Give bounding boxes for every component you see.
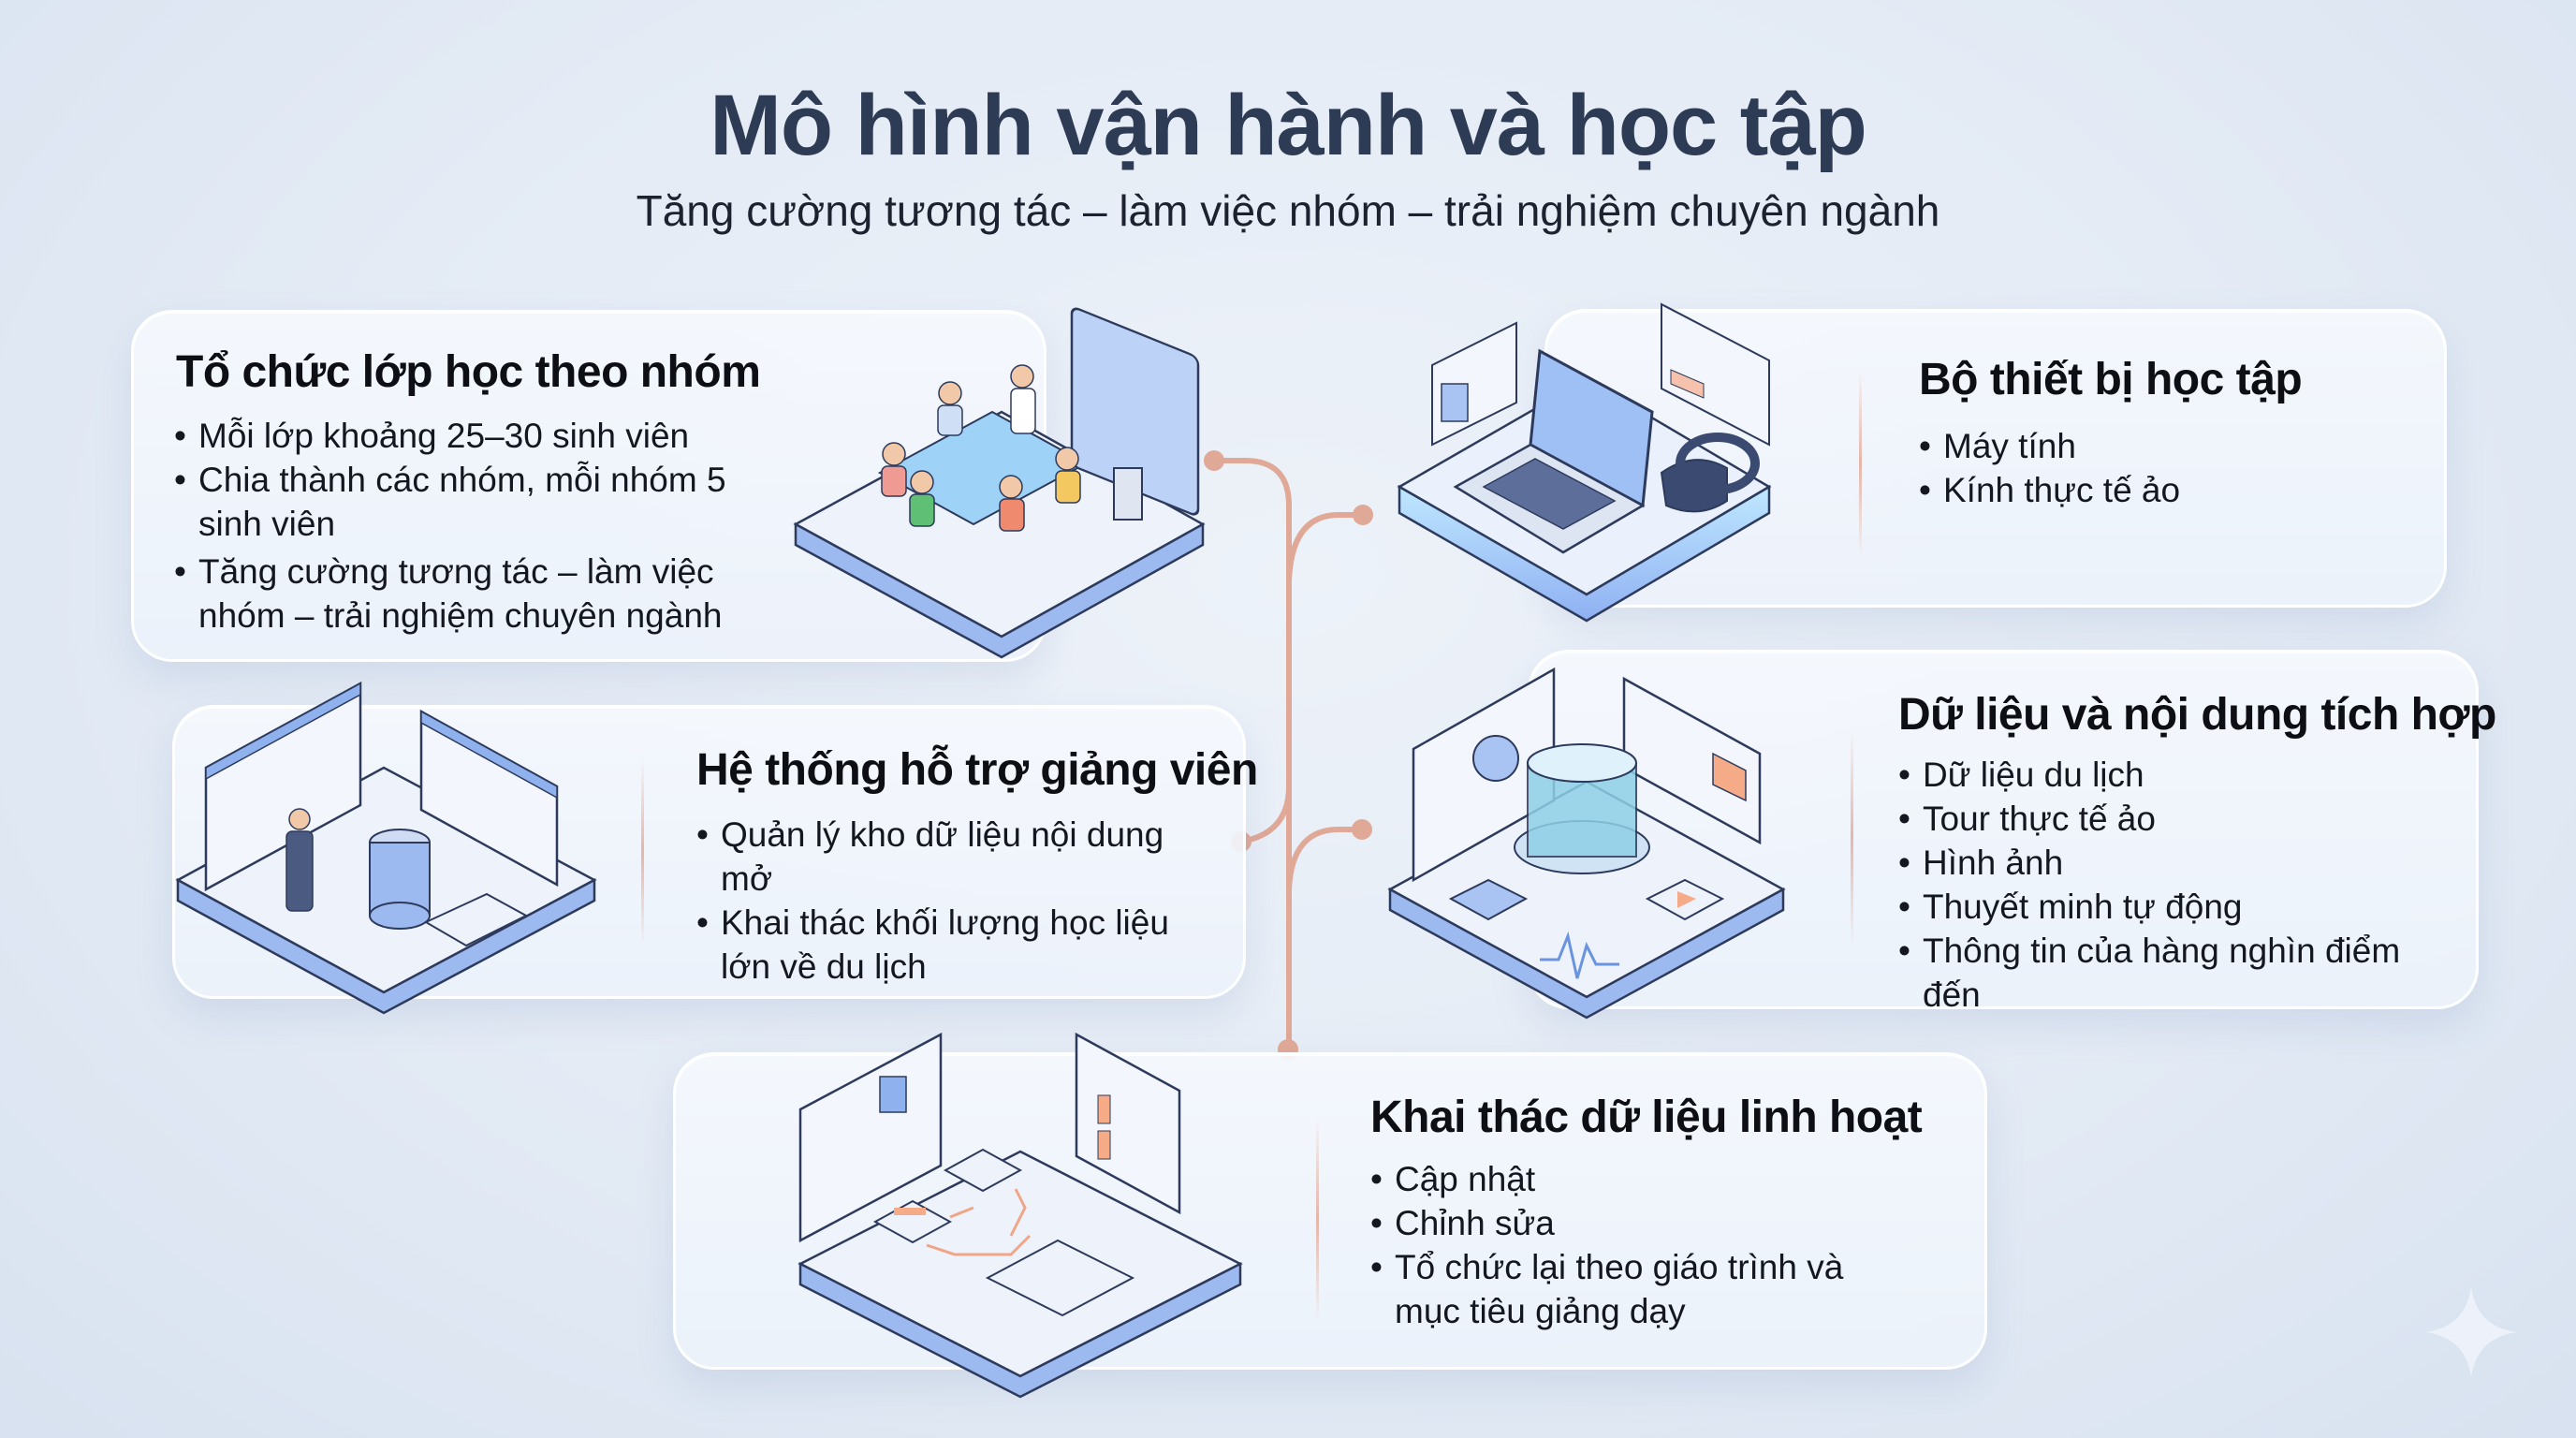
card-title: Tổ chức lớp học theo nhóm xyxy=(176,347,761,397)
bullet-item: Quản lý kho dữ liệu nội dung mở xyxy=(696,813,1221,901)
connector-dot xyxy=(1352,819,1372,840)
bullet-item: Chia thành các nhóm, mỗi nhóm 5 sinh viê… xyxy=(174,458,726,546)
laptop-vr-headset-illustration xyxy=(1397,302,1772,623)
bullet-item: Hình ảnh xyxy=(1898,841,2460,885)
virtual-tour-media-illustration xyxy=(1387,667,1786,1020)
page-title: Mô hình vận hành và học tập xyxy=(710,78,1867,173)
bullet-item: Khai thác khối lượng học liệu lớn về du … xyxy=(696,901,1221,989)
page-subtitle: Tăng cường tương tác – làm việc nhóm – t… xyxy=(636,186,1940,235)
card-title: Bộ thiết bị học tập xyxy=(1919,355,2303,404)
card-divider xyxy=(1851,730,1853,946)
bullet-item: Dữ liệu du lịch xyxy=(1898,753,2460,797)
bullet-list: Quản lý kho dữ liệu nội dung mở Khai thá… xyxy=(696,813,1221,989)
bullet-item: Chỉnh sửa xyxy=(1370,1201,1876,1245)
bullet-list: Cập nhật Chỉnh sửa Tổ chức lại theo giáo… xyxy=(1370,1157,1876,1333)
connector-dot xyxy=(1204,450,1224,471)
lecturer-database-illustration xyxy=(175,681,597,1015)
group-classroom-illustration xyxy=(793,307,1206,659)
card-title: Khai thác dữ liệu linh hoạt xyxy=(1370,1093,1923,1142)
card-title: Hệ thống hỗ trợ giảng viên xyxy=(696,745,1258,795)
bullet-list: Dữ liệu du lịch Tour thực tế ảo Hình ảnh… xyxy=(1898,753,2460,1017)
bullet-list: Máy tính Kính thực tế ảo xyxy=(1919,424,2406,512)
bullet-item: Tổ chức lại theo giáo trình và mục tiêu … xyxy=(1370,1245,1876,1333)
bullet-item: Tăng cường tương tác – làm việc nhóm – t… xyxy=(174,550,726,638)
bullet-item: Máy tính xyxy=(1919,424,2406,468)
sparkle-icon xyxy=(2426,1287,2516,1377)
bullet-item: Mỗi lớp khoảng 25–30 sinh viên xyxy=(174,414,726,458)
card-divider xyxy=(641,758,644,946)
bullet-item: Cập nhật xyxy=(1370,1157,1876,1201)
card-divider xyxy=(1859,370,1862,557)
card-title: Dữ liệu và nội dung tích hợp xyxy=(1898,690,2496,740)
bullet-item: Kính thực tế ảo xyxy=(1919,468,2406,512)
bullet-item: Thuyết minh tự động xyxy=(1898,885,2460,929)
content-workflow-illustration xyxy=(798,1032,1243,1399)
bullet-item: Thông tin của hàng nghìn điểm đến xyxy=(1898,929,2460,1017)
bullet-list: Mỗi lớp khoảng 25–30 sinh viên Chia thàn… xyxy=(174,414,726,638)
bullet-item: Tour thực tế ảo xyxy=(1898,797,2460,841)
connector-dot xyxy=(1353,505,1373,525)
card-divider xyxy=(1316,1119,1319,1320)
